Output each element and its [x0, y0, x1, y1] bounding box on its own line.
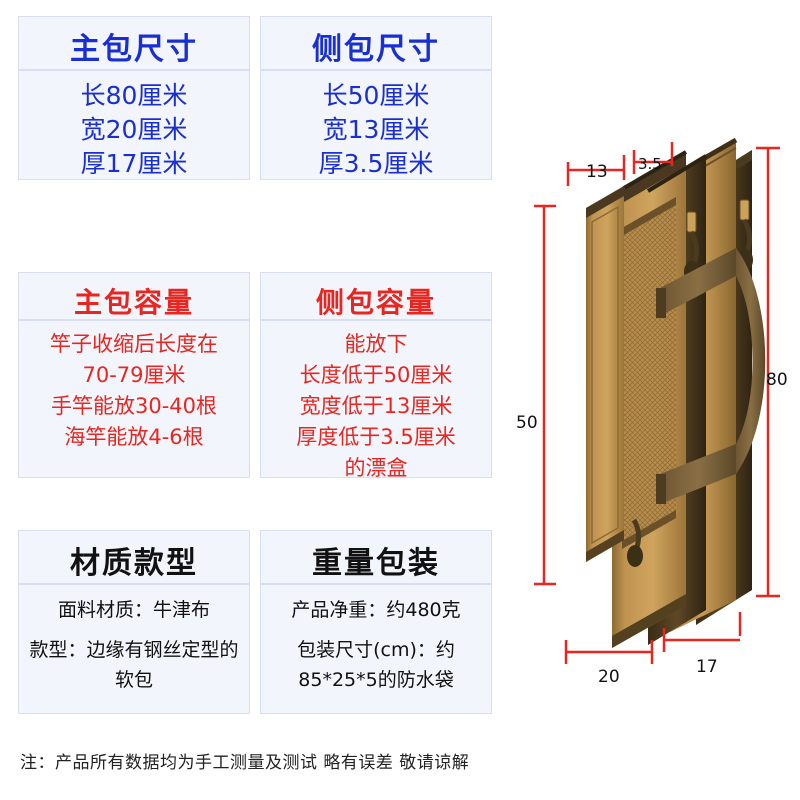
card-body: 竿子收缩后长度在 70-79厘米 手竿能放30-40根 海竿能放4-6根 [18, 320, 250, 478]
spec-line: 包装尺寸(cm)：约85*25*5的防水袋 [297, 639, 455, 691]
spec-line: 海竿能放4-6根 [64, 425, 204, 449]
dim-label-main-thickness: 17 [696, 657, 718, 677]
spec-card-main-capacity: 主包容量 竿子收缩后长度在 70-79厘米 手竿能放30-40根 海竿能放4-6… [18, 272, 250, 478]
spec-card-side-capacity: 侧包容量 能放下 长度低于50厘米 宽度低于13厘米 厚度低于3.5厘米 的漂盒 [260, 272, 492, 480]
card-body: 能放下 长度低于50厘米 宽度低于13厘米 厚度低于3.5厘米 的漂盒 [260, 320, 492, 480]
card-title: 侧包尺寸 [260, 16, 492, 70]
dimension-lines [534, 142, 780, 664]
side-pocket [586, 186, 624, 562]
spec-card-main-size: 主包尺寸 长80厘米 宽20厘米 厚17厘米 [18, 16, 250, 180]
dim-label-main-length: 80 [766, 370, 788, 390]
product-illustration: 13 3.5 50 80 20 17 [500, 0, 800, 800]
spec-line: 厚3.5厘米 [318, 149, 434, 178]
card-body: 长50厘米 宽13厘米 厚3.5厘米 [260, 70, 492, 180]
spec-line: 手竿能放30-40根 [50, 394, 218, 418]
spec-block-dimensions: 主包尺寸 长80厘米 宽20厘米 厚17厘米 侧包尺寸 长50厘米 宽13厘米 … [18, 16, 492, 180]
spec-line: 面料材质：牛津布 [57, 599, 210, 621]
shoulder-strap [656, 248, 766, 504]
card-body: 长80厘米 宽20厘米 厚17厘米 [18, 70, 250, 180]
spec-line: 厚17厘米 [80, 149, 188, 178]
spec-line: 的漂盒 [344, 456, 408, 480]
spec-line: 长80厘米 [80, 81, 188, 110]
dim-label-side-width: 13 [586, 162, 608, 182]
spec-card-side-size: 侧包尺寸 长50厘米 宽13厘米 厚3.5厘米 [260, 16, 492, 180]
spec-line: 产品净重：约480克 [291, 599, 461, 621]
spec-card-weight-package: 重量包装 产品净重：约480克 包装尺寸(cm)：约85*25*5的防水袋 [260, 530, 492, 714]
spec-panels: 主包尺寸 长80厘米 宽20厘米 厚17厘米 侧包尺寸 长50厘米 宽13厘米 … [18, 16, 492, 773]
footnote: 注：产品所有数据均为手工测量及测试 略有误差 敬请谅解 [20, 753, 470, 773]
card-title: 侧包容量 [260, 272, 492, 320]
spec-line: 宽13厘米 [322, 115, 430, 144]
spec-line: 长度低于50厘米 [299, 363, 453, 387]
dim-label-side-thickness: 3.5 [638, 155, 662, 173]
spec-line: 宽20厘米 [80, 115, 188, 144]
dim-label-main-width: 20 [598, 667, 620, 687]
dim-label-side-length: 50 [516, 413, 538, 433]
zipper-pull-lower [737, 199, 753, 271]
spec-line: 70-79厘米 [82, 363, 186, 387]
spec-block-capacity: 主包容量 竿子收缩后长度在 70-79厘米 手竿能放30-40根 海竿能放4-6… [18, 272, 492, 480]
spec-line: 能放下 [344, 332, 408, 356]
card-title: 主包容量 [18, 272, 250, 320]
zipper-tracks [622, 150, 708, 193]
card-title: 主包尺寸 [18, 16, 250, 70]
spec-line: 竿子收缩后长度在 [50, 332, 218, 356]
spec-line: 厚度低于3.5厘米 [296, 425, 456, 449]
spec-line: 款型：边缘有钢丝定型的软包 [29, 639, 239, 691]
spec-block-material: 材质款型 面料材质：牛津布 款型：边缘有钢丝定型的软包 重量包装 产品净重：约4… [18, 530, 492, 714]
mesh-pocket [622, 197, 676, 549]
card-body: 面料材质：牛津布 款型：边缘有钢丝定型的软包 [18, 584, 250, 714]
card-body: 产品净重：约480克 包装尺寸(cm)：约85*25*5的防水袋 [260, 584, 492, 714]
card-title: 材质款型 [18, 530, 250, 584]
spec-card-material: 材质款型 面料材质：牛津布 款型：边缘有钢丝定型的软包 [18, 530, 250, 714]
card-title: 重量包装 [260, 530, 492, 584]
spec-line: 宽度低于13厘米 [299, 394, 453, 418]
zipper-pull-front [627, 518, 643, 567]
spec-line: 长50厘米 [322, 81, 430, 110]
